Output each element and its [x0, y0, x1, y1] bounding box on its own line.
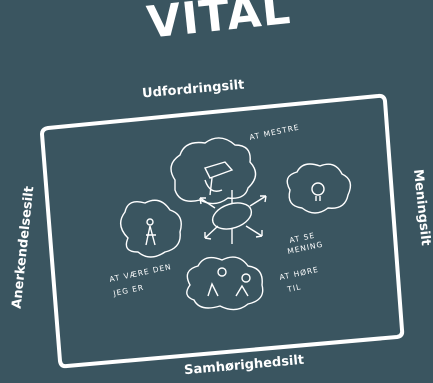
- cloud-mening: [286, 163, 352, 214]
- board-frame: [40, 93, 405, 369]
- text-hoere-1: AT HØRE: [279, 265, 320, 282]
- cloud-hoere: [186, 256, 264, 311]
- text-mestre: AT MESTRE: [249, 123, 301, 142]
- cloud-vaere: [120, 199, 182, 258]
- cloud-mestre: [170, 137, 257, 205]
- text-vaere-2: JEG ER: [112, 283, 145, 298]
- center-hub: [199, 190, 267, 244]
- text-hoere-2: TIL: [286, 282, 303, 294]
- text-vaere-1: AT VÆRE DEN: [109, 262, 173, 284]
